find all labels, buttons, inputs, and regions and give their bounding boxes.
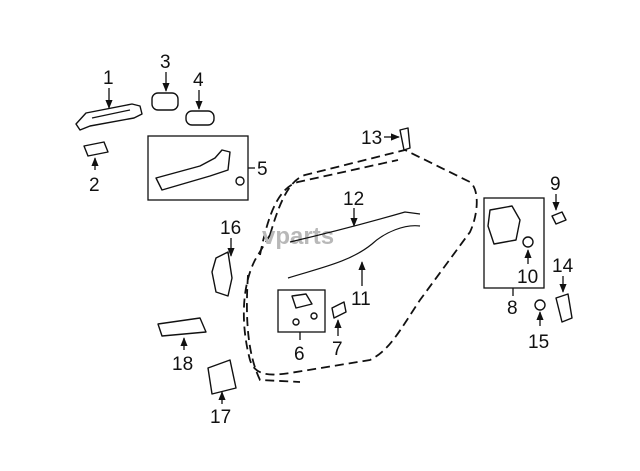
callout-8: 8	[507, 298, 518, 319]
callout-12: 12	[343, 189, 364, 210]
bezel-part	[331, 301, 347, 319]
handle-frame-part	[155, 149, 245, 191]
callout-10: 10	[517, 267, 538, 288]
callout-3: 3	[160, 52, 171, 73]
watermark: vparts	[262, 223, 334, 250]
pad-part	[185, 110, 215, 126]
callout-5: 5	[257, 159, 268, 180]
callout-18: 18	[172, 354, 193, 375]
control-cable-part	[287, 225, 421, 279]
cover-part	[151, 92, 179, 111]
callout-2: 2	[89, 175, 100, 196]
handle-cap-part	[83, 141, 109, 157]
callout-9: 9	[550, 174, 561, 195]
callout-1: 1	[103, 68, 114, 89]
callout-15: 15	[528, 332, 549, 353]
callout-4: 4	[193, 70, 204, 91]
striker-part	[555, 293, 573, 323]
lock-box	[483, 197, 545, 289]
callout-17: 17	[210, 407, 231, 428]
outside-handle-part	[75, 103, 143, 131]
handle-box	[277, 289, 326, 333]
lower-hinge-part	[207, 359, 237, 395]
callout-6: 6	[294, 344, 305, 365]
screw-part	[551, 211, 567, 225]
callout-7: 7	[332, 339, 343, 360]
callout-14: 14	[552, 256, 574, 277]
bolt-part	[534, 299, 546, 311]
door-outline	[242, 149, 478, 383]
door-lock-part	[487, 205, 534, 248]
callout-13: 13	[361, 128, 382, 149]
callout-11: 11	[351, 289, 371, 310]
inside-handle-part	[291, 293, 318, 326]
callout-16: 16	[220, 218, 241, 239]
door-check-part	[157, 317, 207, 337]
lock-cable-part	[289, 211, 421, 243]
stopper-part	[399, 127, 411, 151]
upper-hinge-part	[211, 251, 233, 297]
